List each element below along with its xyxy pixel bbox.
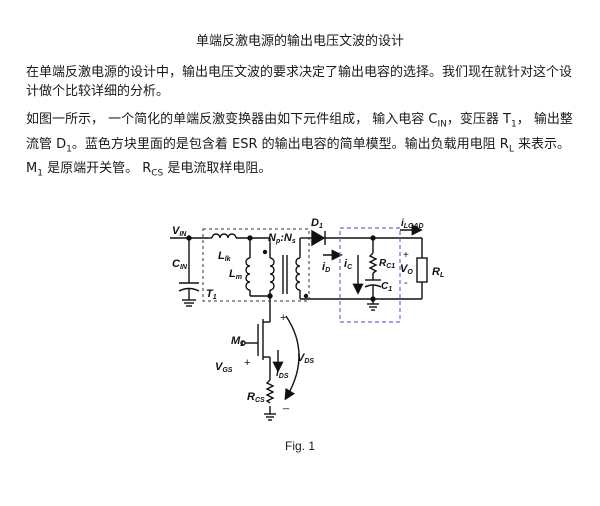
- vds-plus: +: [280, 312, 286, 324]
- llk-label: Llk: [218, 250, 232, 263]
- d1-label: D1: [311, 217, 323, 230]
- vo-label: VO: [400, 263, 413, 276]
- lm-label: Lm: [229, 268, 242, 281]
- cin-label: CIN: [172, 258, 188, 271]
- output-capacitor-model-box: [339, 227, 401, 323]
- page-title: 单端反激电源的输出电压文波的设计: [195, 34, 404, 49]
- rc1-label: RC1: [379, 258, 395, 270]
- vo-minus: -: [404, 277, 408, 289]
- rcs-label: RCS: [247, 391, 265, 404]
- t1-label: T1: [206, 288, 217, 301]
- leakage-inductor: [211, 233, 237, 239]
- ids-label: iDS: [276, 368, 289, 380]
- figure-caption: Fig. 1: [284, 439, 315, 453]
- m1-label: M1: [231, 335, 244, 348]
- secondary-winding: [295, 257, 301, 291]
- vds-arc: [284, 315, 300, 401]
- magnetizing-inductor: [245, 257, 251, 291]
- vin-label: VIN: [172, 225, 187, 238]
- id-label: iD: [322, 261, 330, 274]
- turns-ratio-label: Np:Ns: [268, 232, 296, 245]
- vo-plus: +: [403, 250, 409, 261]
- primary-winding: [269, 257, 275, 291]
- primary-dot: [262, 249, 268, 255]
- resistor-rc1: [368, 252, 378, 274]
- ic-label: iC: [344, 258, 353, 271]
- vgs-plus: +: [244, 357, 250, 369]
- iload-label: iLOAD: [401, 218, 424, 230]
- load-resistor: [416, 257, 428, 283]
- transformer-dashed-box: [202, 228, 310, 302]
- diode-d1: [311, 229, 326, 247]
- c1-label: C1: [381, 281, 392, 293]
- circuit-description-paragraph: 如图一所示， 一个简化的单端反激变换器由如下元件组成， 输入电容 CIN，变压器…: [26, 112, 573, 179]
- secondary-dot: [303, 293, 309, 299]
- cin-plate-bottom: [178, 287, 200, 292]
- vds-label: VDS: [297, 352, 314, 365]
- vgs-label: VGS: [215, 361, 233, 374]
- rl-label: RL: [432, 266, 444, 279]
- intro-paragraph: 在单端反激电源的设计中，输出电压文波的要求决定了输出电容的选择。我们现在就针对这…: [26, 65, 573, 99]
- resistor-rcs: [265, 379, 275, 404]
- vds-minus: _: [282, 398, 290, 410]
